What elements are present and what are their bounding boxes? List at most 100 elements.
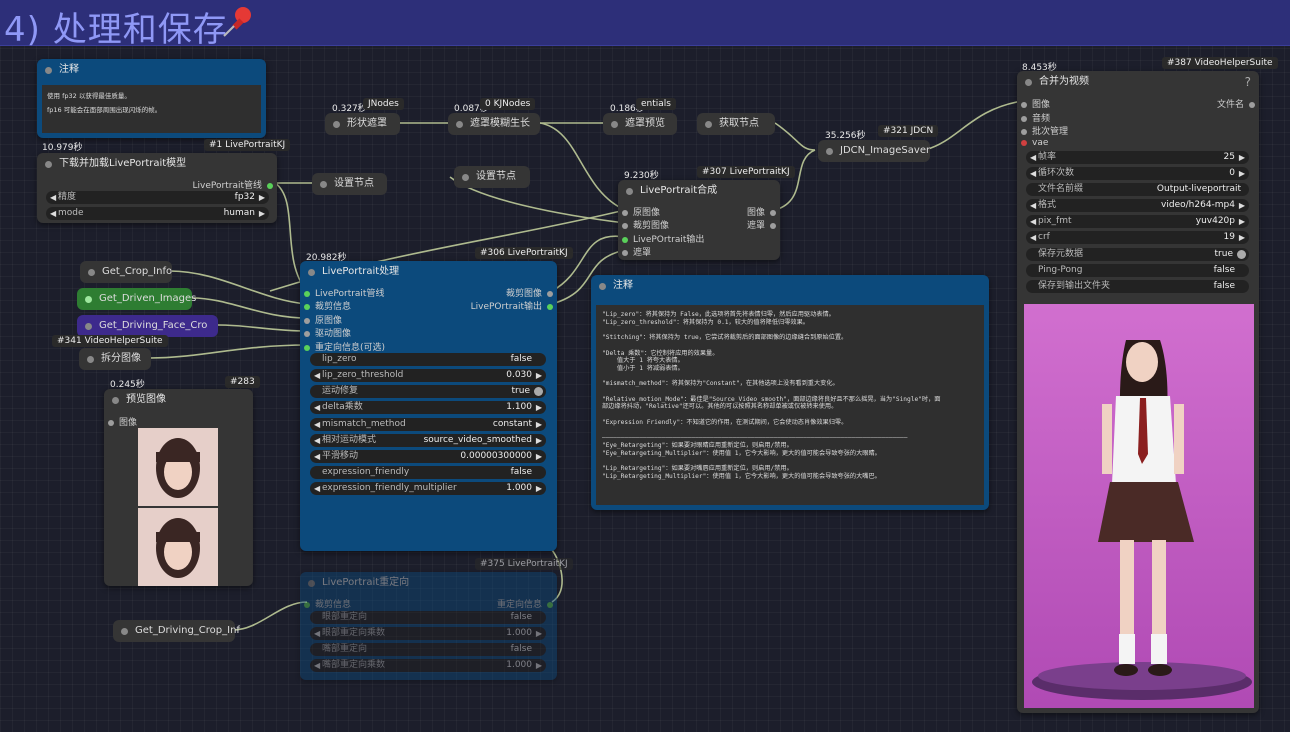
toggle-knob-icon[interactable] [534,387,543,396]
input-slot[interactable]: 裁剪信息 [304,597,351,610]
output-dot[interactable] [547,601,553,608]
input-slot[interactable]: LivePOrtrait输出 [622,232,704,245]
input-slot[interactable]: LivePortrait管线 [304,286,384,299]
note-node-parameters[interactable]: 注释 "Lip_zero"：将其保持为 False，此选项将首先将表情归零，然后… [591,275,989,510]
input-slot[interactable]: vae [1021,138,1048,148]
get-crop-info-node[interactable]: Get_Crop_Info [80,261,172,283]
preview-image-node[interactable]: 预览图像 图像 [104,389,253,586]
input-dot[interactable] [108,419,114,426]
note-header[interactable]: 注释 [37,59,266,81]
arrow-right-icon[interactable]: ▶ [535,420,542,429]
input-dot[interactable] [304,344,310,351]
arrow-right-icon[interactable]: ▶ [1238,217,1245,226]
node-header[interactable]: LivePortrait重定向 [300,572,557,594]
arrow-left-icon[interactable]: ◀ [314,420,321,429]
note-text-area[interactable]: 使用 fp32 以获得最佳质量。 fp16 可能会在面部周围出现闪烁的帧。 [42,85,261,133]
collapse-dot-icon[interactable] [45,67,52,74]
arrow-right-icon[interactable]: ▶ [535,629,542,638]
input-dot[interactable] [622,222,628,229]
liveportrait-composite-node[interactable]: LivePortrait合成 原图像 裁剪图像 LivePOrtrait输出 遮… [618,180,780,260]
input-dot[interactable] [304,601,310,608]
output-dot[interactable] [547,290,553,297]
input-dot[interactable] [1021,139,1027,146]
liveportrait-process-node[interactable]: LivePortrait处理 LivePortrait管线 裁剪信息 原图像 驱… [300,261,557,551]
collapse-dot-icon[interactable] [826,148,833,155]
node-header[interactable]: 合并为视频? [1017,71,1259,93]
collapse-dot-icon[interactable] [333,121,340,128]
input-slot[interactable]: 原图像 [622,205,660,218]
jdcn-image-saver-node[interactable]: JDCN_ImageSaver [818,140,930,162]
input-slot[interactable]: 驱动图像 [304,326,351,339]
input-dot[interactable] [304,290,310,297]
arrow-left-icon[interactable]: ◀ [314,403,321,412]
node-header[interactable]: LivePortrait合成 [618,180,780,202]
collapse-dot-icon[interactable] [462,174,469,181]
arrow-left-icon[interactable]: ◀ [1030,169,1037,178]
collapse-dot-icon[interactable] [85,296,92,303]
group-header[interactable]: 4) 处理和保存 [0,0,1290,50]
input-dot[interactable] [622,249,628,256]
note-node-precision[interactable]: 注释 使用 fp32 以获得最佳质量。 fp16 可能会在面部周围出现闪烁的帧。 [37,59,266,138]
arrow-right-icon[interactable]: ▶ [258,209,265,218]
video-preview-image[interactable] [1024,304,1254,708]
arrow-right-icon[interactable]: ▶ [1238,169,1245,178]
arrow-left-icon[interactable]: ◀ [314,484,321,493]
collapse-dot-icon[interactable] [611,121,618,128]
arrow-left-icon[interactable]: ◀ [50,209,57,218]
split-images-node[interactable]: 拆分图像 [79,348,151,370]
note-text-area[interactable]: "Lip_zero"：将其保持为 False，此选项将首先将表情归零，然后应用驱… [596,305,984,505]
output-slot[interactable]: 文件名 [1217,97,1255,110]
input-dot[interactable] [1021,128,1027,135]
arrow-right-icon[interactable]: ▶ [535,661,542,670]
arrow-left-icon[interactable]: ◀ [314,436,321,445]
node-header[interactable]: 预览图像 [104,389,253,411]
arrow-left-icon[interactable]: ◀ [314,371,321,380]
get-driving-face-node[interactable]: Get_Driving_Face_Cro [77,315,218,337]
input-slot[interactable]: 重定向信息(可选) [304,340,385,353]
arrow-right-icon[interactable]: ▶ [258,193,265,202]
arrow-right-icon[interactable]: ▶ [535,452,542,461]
input-slot[interactable]: 裁剪图像 [622,218,669,231]
output-slot[interactable]: LivePOrtrait输出 [471,299,553,312]
collapse-dot-icon[interactable] [112,397,119,404]
node-header[interactable]: 下载并加载LivePortrait模型 [37,153,277,175]
input-dot[interactable] [622,236,628,243]
output-slot[interactable]: 图像 [747,205,776,218]
collapse-dot-icon[interactable] [599,283,606,290]
input-slot[interactable]: 原图像 [304,313,342,326]
arrow-left-icon[interactable]: ◀ [1030,153,1037,162]
collapse-dot-icon[interactable] [705,121,712,128]
arrow-right-icon[interactable]: ▶ [1238,201,1245,210]
collapse-dot-icon[interactable] [87,356,94,363]
set-node[interactable]: 设置节点 [454,166,530,188]
input-dot[interactable] [304,303,310,310]
collapse-dot-icon[interactable] [1025,79,1032,86]
output-dot[interactable] [547,303,553,310]
input-dot[interactable] [1021,115,1027,122]
collapse-dot-icon[interactable] [121,628,128,635]
input-dot[interactable] [304,330,310,337]
arrow-left-icon[interactable]: ◀ [314,452,321,461]
arrow-right-icon[interactable]: ▶ [535,371,542,380]
output-slot[interactable]: 重定向信息 [497,597,553,610]
